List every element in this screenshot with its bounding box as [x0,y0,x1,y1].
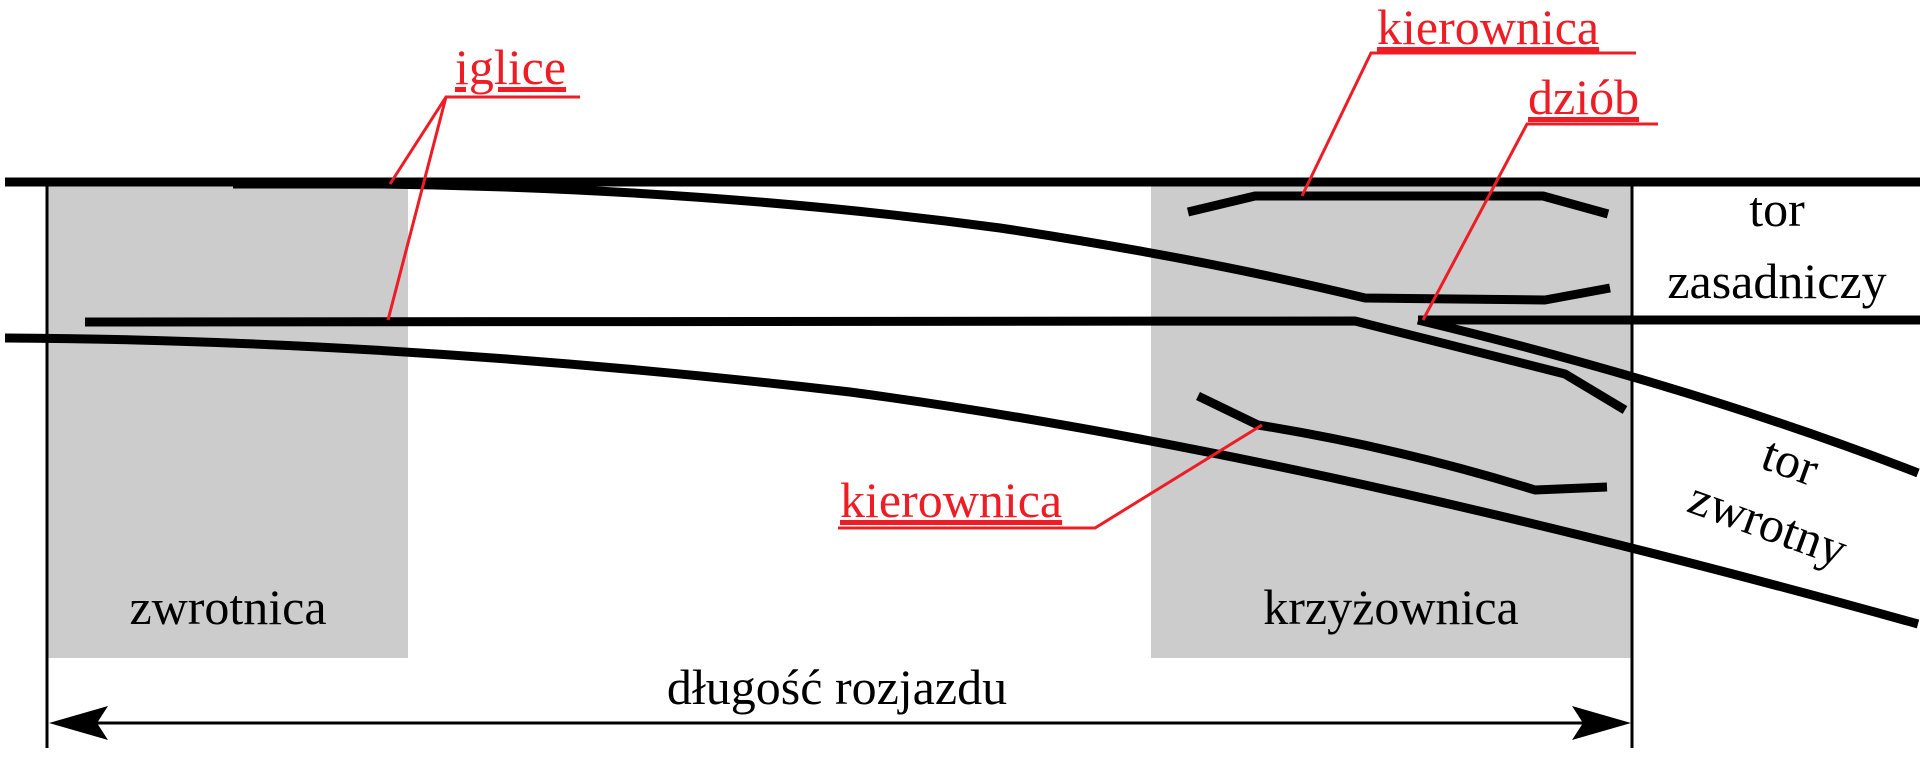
switch-zone [47,182,408,658]
annotation-check-rail-top: kierownica [1377,0,1599,55]
leader-check-rail-bottom [838,423,1263,530]
annotation-leaders [386,51,1658,530]
dimension-arrow-left-icon [49,706,108,740]
diverging-inner-rail [1416,315,1920,478]
crossing-zone [1151,182,1631,658]
leader-check-rail-top [1300,51,1636,197]
zone-label-crossing: krzyżownica [1263,579,1518,635]
upper-switch-blade-curve [233,179,1611,305]
check-rail-top [1186,191,1610,219]
leader-switch-blades [386,95,580,321]
track-main-label-line2: zasadniczy [1667,253,1886,309]
rails [4,177,1920,629]
annotation-switch-blades: iglice [455,39,566,95]
dimension-arrow-right-icon [1572,706,1631,740]
check-rail-bottom [1196,391,1608,495]
diverging-outer-rail [4,333,1920,629]
leader-frog-point [1421,122,1658,321]
track-diverging-label-line2: zwrotny [1681,469,1854,578]
dimension-label: długość rozjazdu [667,659,1007,715]
annotation-check-rail-bottom: kierownica [840,472,1062,528]
zone-label-switch: zwrotnica [129,579,326,635]
annotation-frog-point: dziób [1528,69,1639,125]
straight-closure-rail [84,316,1628,414]
track-main-label-line1: tor [1749,181,1805,237]
length-dimension: długość rozjazdu [45,182,1634,748]
